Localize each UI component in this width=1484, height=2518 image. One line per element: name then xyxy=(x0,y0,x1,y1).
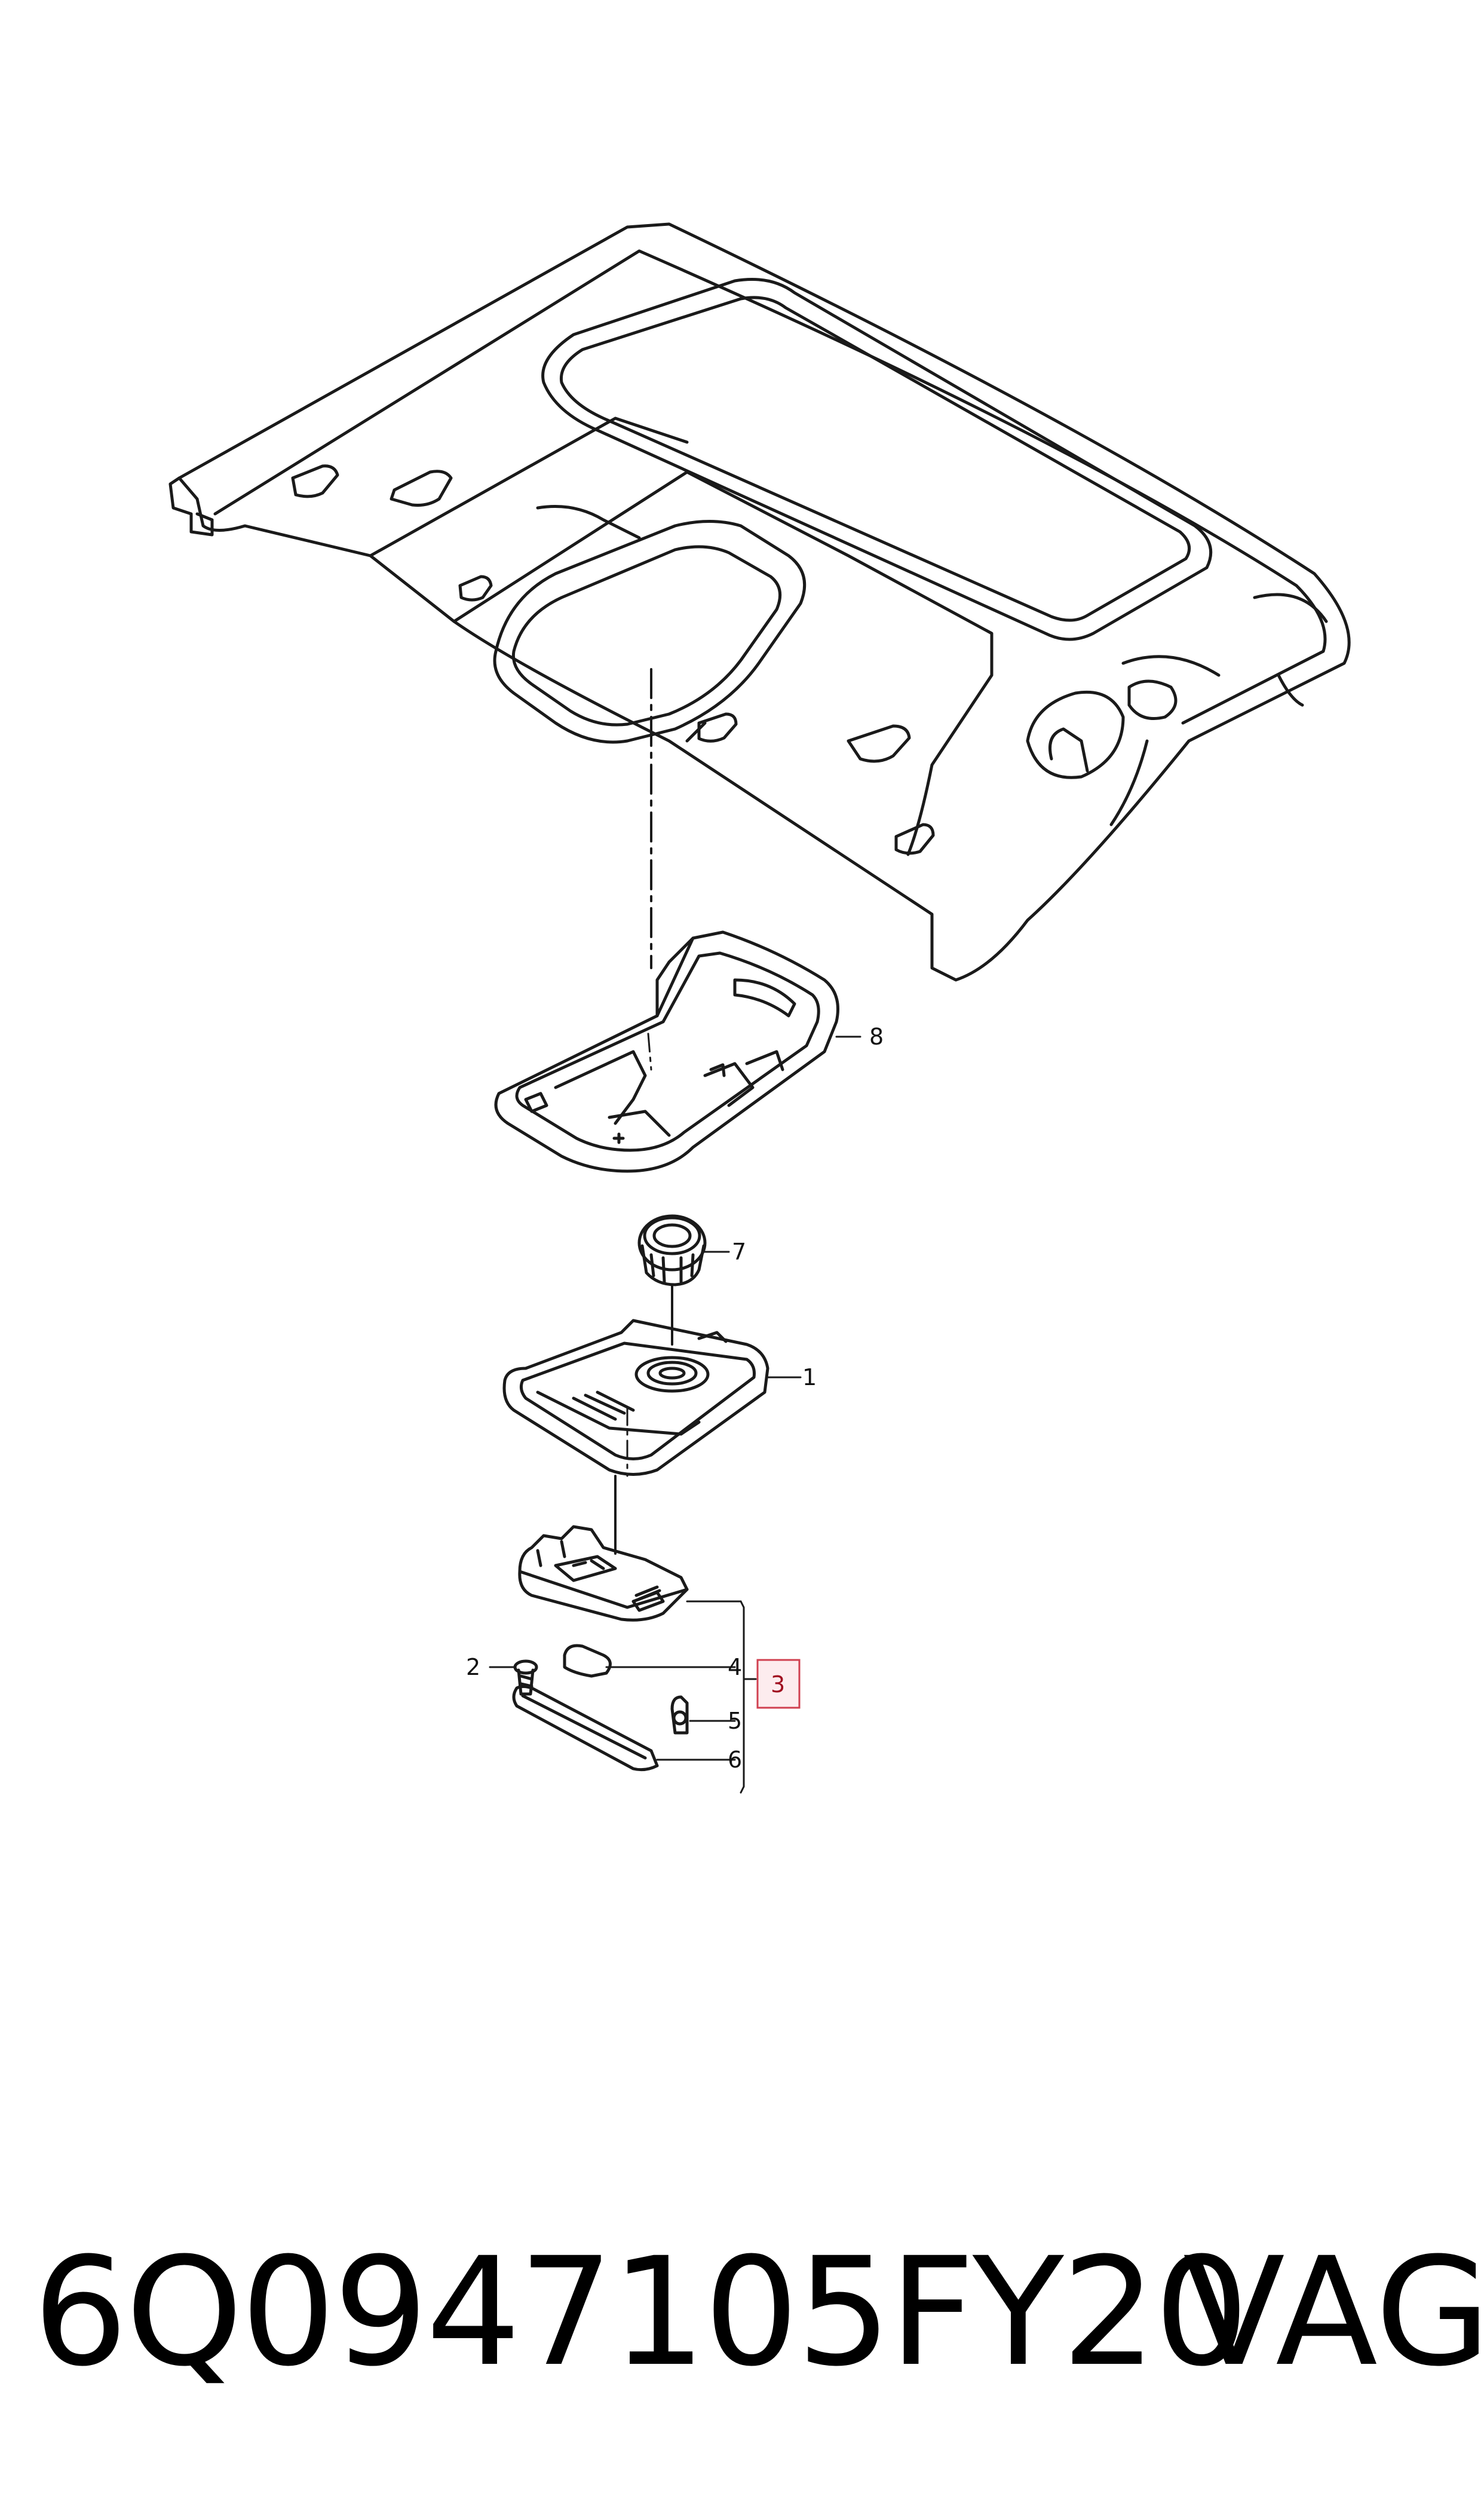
handle-pad xyxy=(291,464,339,498)
part-1-panel-housing xyxy=(502,1319,802,1477)
callout-3: 3 xyxy=(771,1671,785,1698)
rear-recess xyxy=(1127,679,1178,720)
callout-4: 4 xyxy=(728,1654,742,1680)
callout-2: 2 xyxy=(466,1654,480,1680)
part-5-bulb-holder xyxy=(670,1695,736,1735)
handle-pad xyxy=(894,823,935,855)
part-8-carrier-frame xyxy=(494,930,861,1173)
handle-pad xyxy=(697,712,738,743)
callout-7: 7 xyxy=(732,1239,746,1265)
sunroof-opening xyxy=(541,278,1213,641)
callout-3-highlight xyxy=(756,1659,801,1709)
rear-recess xyxy=(1026,690,1125,779)
headliner xyxy=(168,222,1351,982)
part-6-lens xyxy=(512,1685,736,1772)
part-3-lamp-assembly xyxy=(518,1525,742,1622)
part-number-label: 6Q0947105FY20 xyxy=(33,2225,1249,2399)
console-recess xyxy=(493,520,807,744)
brand-label: VAG xyxy=(1183,2225,1484,2399)
handle-pad xyxy=(458,575,493,602)
handle-pad xyxy=(390,470,453,507)
front-hook xyxy=(168,476,214,537)
callout-6: 6 xyxy=(728,1747,742,1773)
part-4-bulb xyxy=(563,1644,736,1678)
part-2-screw xyxy=(489,1659,538,1696)
callout-5: 5 xyxy=(728,1708,742,1734)
callout-1: 1 xyxy=(802,1364,817,1390)
handle-pad xyxy=(847,724,911,763)
part-7-knob xyxy=(637,1214,730,1286)
callout-8: 8 xyxy=(869,1024,884,1050)
